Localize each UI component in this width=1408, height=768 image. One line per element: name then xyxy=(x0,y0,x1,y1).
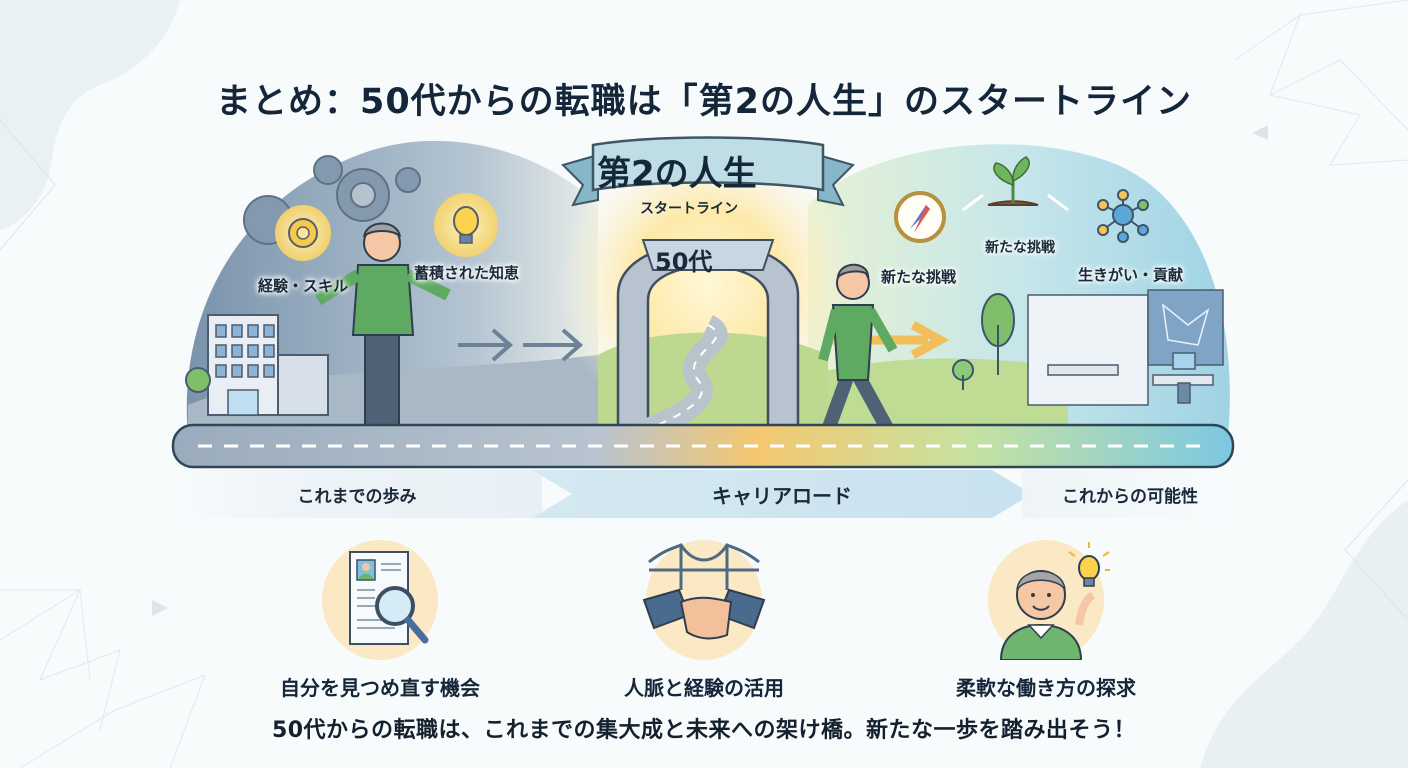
feature-label: 人脈と経験の活用 xyxy=(624,676,784,700)
skills-label: 経験・スキル xyxy=(258,277,349,295)
triangle-decoration xyxy=(1252,125,1268,140)
banner-subtitle: スタートライン xyxy=(640,201,738,217)
career-band: これまでの歩み キャリアロード これからの可能性 xyxy=(172,470,1238,518)
handshake-bridge-icon xyxy=(639,540,769,660)
band-future: これからの可能性 xyxy=(1022,470,1238,518)
summary-footer: 50代からの転職は、これまでの集大成と未来への架け橋。新たな一歩を踏み出そう！ xyxy=(271,718,1137,743)
career-road-scene xyxy=(168,125,1243,470)
feature-flexible-work: 柔軟な働き方の探求 xyxy=(926,540,1166,701)
sprout-label: 新たな挑戦 xyxy=(985,240,1055,256)
network-label: 生きがい・貢献 xyxy=(1078,266,1184,284)
arch-gate-icon xyxy=(616,239,800,437)
compass-icon xyxy=(894,191,946,243)
arch-age-label: 50代 xyxy=(655,248,713,276)
feature-label: 柔軟な働き方の探求 xyxy=(956,676,1136,700)
feature-label: 自分を見つめ直す機会 xyxy=(280,676,480,700)
resume-magnifier-icon xyxy=(315,540,445,660)
banner-title: 第2の人生 xyxy=(597,154,757,194)
band-career-road: キャリアロード xyxy=(532,470,1032,518)
tree-icon xyxy=(952,293,1015,390)
compass-label: 新たな挑戦 xyxy=(881,268,957,286)
arrow-right-icon xyxy=(458,328,584,362)
walking-person-icon xyxy=(818,263,950,434)
wisdom-label: 蓄積された知恵 xyxy=(414,264,520,282)
person-idea-icon xyxy=(981,540,1111,661)
sprout-icon xyxy=(962,156,1069,212)
building-icon xyxy=(207,314,329,416)
office-icon xyxy=(1027,289,1224,406)
band-past: これまでの歩み xyxy=(172,470,542,518)
feature-self-reflection: 自分を見つめ直す機会 xyxy=(260,540,500,701)
feature-network-experience: 人脈と経験の活用 xyxy=(584,540,824,701)
page-title: まとめ：50代からの転職は「第2の人生」のスタートライン xyxy=(215,82,1193,123)
banner-ribbon xyxy=(561,136,855,207)
network-icon xyxy=(1097,189,1149,243)
